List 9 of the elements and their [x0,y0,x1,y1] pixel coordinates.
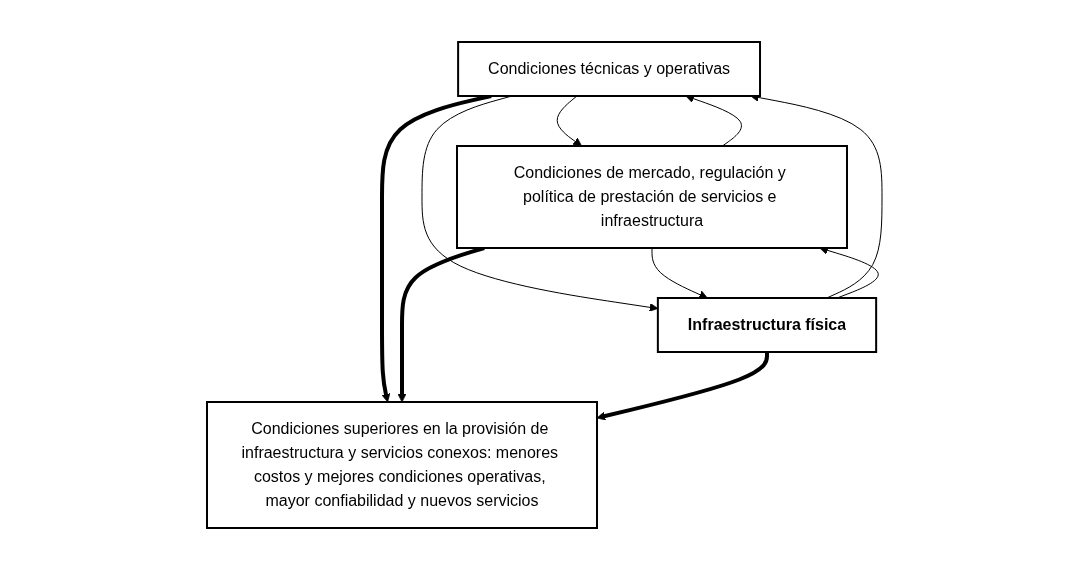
arrow [596,351,769,420]
arrow [421,95,658,312]
arrow [651,247,708,299]
node-box: Condiciones técnicas y operativas [456,40,761,97]
arrow [685,94,742,146]
arrow [556,95,582,146]
node-box: Condiciones superiores en la provisión de infraestructura y servicios conexos: menores costos y mejores condiciones operativas, mayor confiabilidad y nuevos servicios [205,400,598,529]
node-box: Condiciones de mercado, regulación y política de prestación de servicios e infraestructura [455,144,848,249]
node-box: Infraestructura física [656,296,877,353]
